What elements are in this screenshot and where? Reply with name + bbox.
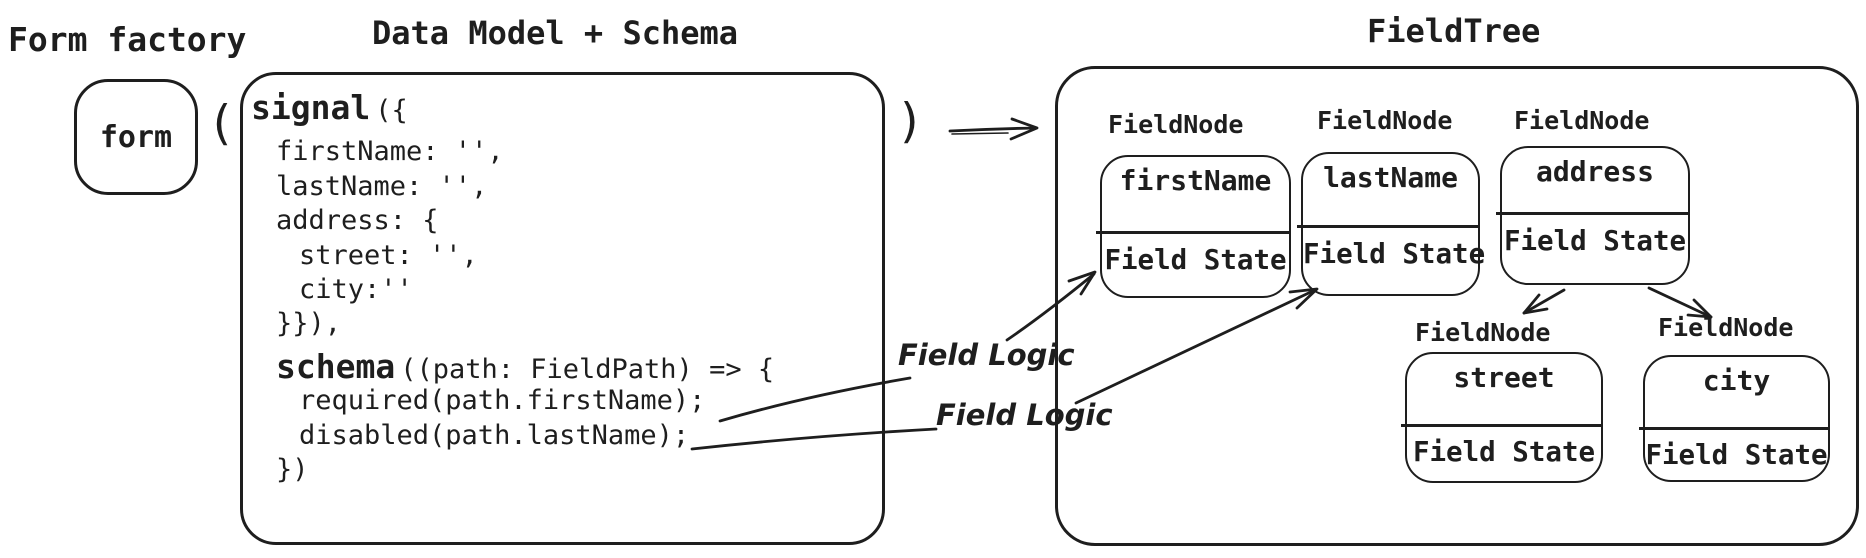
node-divider (1297, 225, 1480, 228)
field-logic-label-2: Field Logic (936, 398, 1113, 432)
close-paren: ) (896, 94, 925, 149)
fieldnode-label-firstname: FieldNode (1108, 110, 1244, 139)
form-box-label: form (99, 119, 173, 155)
form-to-fieldtree-arrowhead-icon (1009, 117, 1039, 141)
fieldnode-firstname: firstName Field State (1096, 155, 1291, 298)
node-divider (1401, 424, 1603, 427)
code-line: }}), (276, 308, 342, 340)
code-line: lastName: '', (276, 170, 488, 202)
data-model-schema-box: signal({ firstName: '', lastName: '', ad… (240, 72, 885, 545)
field-logic-label-1: Field Logic (898, 338, 1075, 372)
node-state: Field State (1503, 225, 1687, 257)
node-title: address (1535, 155, 1654, 188)
node-title: firstName (1119, 164, 1272, 197)
code-line: schema((path: FieldPath) => { (276, 346, 775, 386)
fieldnode-label-lastname: FieldNode (1317, 106, 1453, 135)
code-line: firstName: '', (276, 136, 504, 168)
fieldnode-lastname: lastName Field State (1297, 152, 1486, 296)
code-line: }) (276, 453, 309, 485)
node-divider (1639, 427, 1830, 430)
node-divider (1496, 212, 1690, 215)
code-line: disabled(path.lastName); (299, 419, 690, 451)
form-to-fieldtree-arrow (948, 126, 1038, 133)
node-title: city (1702, 364, 1771, 397)
node-state: Field State (1645, 439, 1828, 471)
node-title: street (1453, 361, 1555, 394)
node-state: Field State (1104, 244, 1287, 276)
node-divider (1096, 231, 1291, 234)
open-paren: ( (207, 96, 236, 151)
node-state: Field State (1303, 238, 1486, 270)
fieldnode-label-city: FieldNode (1658, 313, 1794, 342)
data-model-schema-title: Data Model + Schema (372, 14, 739, 52)
code-line: signal({ (251, 88, 408, 127)
fieldnode-label-address: FieldNode (1514, 106, 1650, 135)
fieldnode-label-street: FieldNode (1415, 318, 1551, 347)
form-factory-title: Form factory (8, 20, 247, 59)
node-state: Field State (1412, 436, 1596, 468)
fieldnode-city: city Field State (1639, 355, 1830, 482)
form-to-fieldtree-arrow-doubling (951, 132, 1009, 135)
fieldnode-address: address Field State (1496, 146, 1690, 285)
code-line: required(path.firstName); (299, 385, 706, 417)
form-box: form (74, 79, 198, 195)
code-line: street: '', (299, 239, 478, 271)
fieldnode-street: street Field State (1401, 352, 1603, 483)
code-line: city:'' (299, 273, 413, 305)
code-line: address: { (276, 205, 439, 237)
node-title: lastName (1323, 161, 1458, 194)
field-tree-title: FieldTree (1367, 12, 1541, 50)
